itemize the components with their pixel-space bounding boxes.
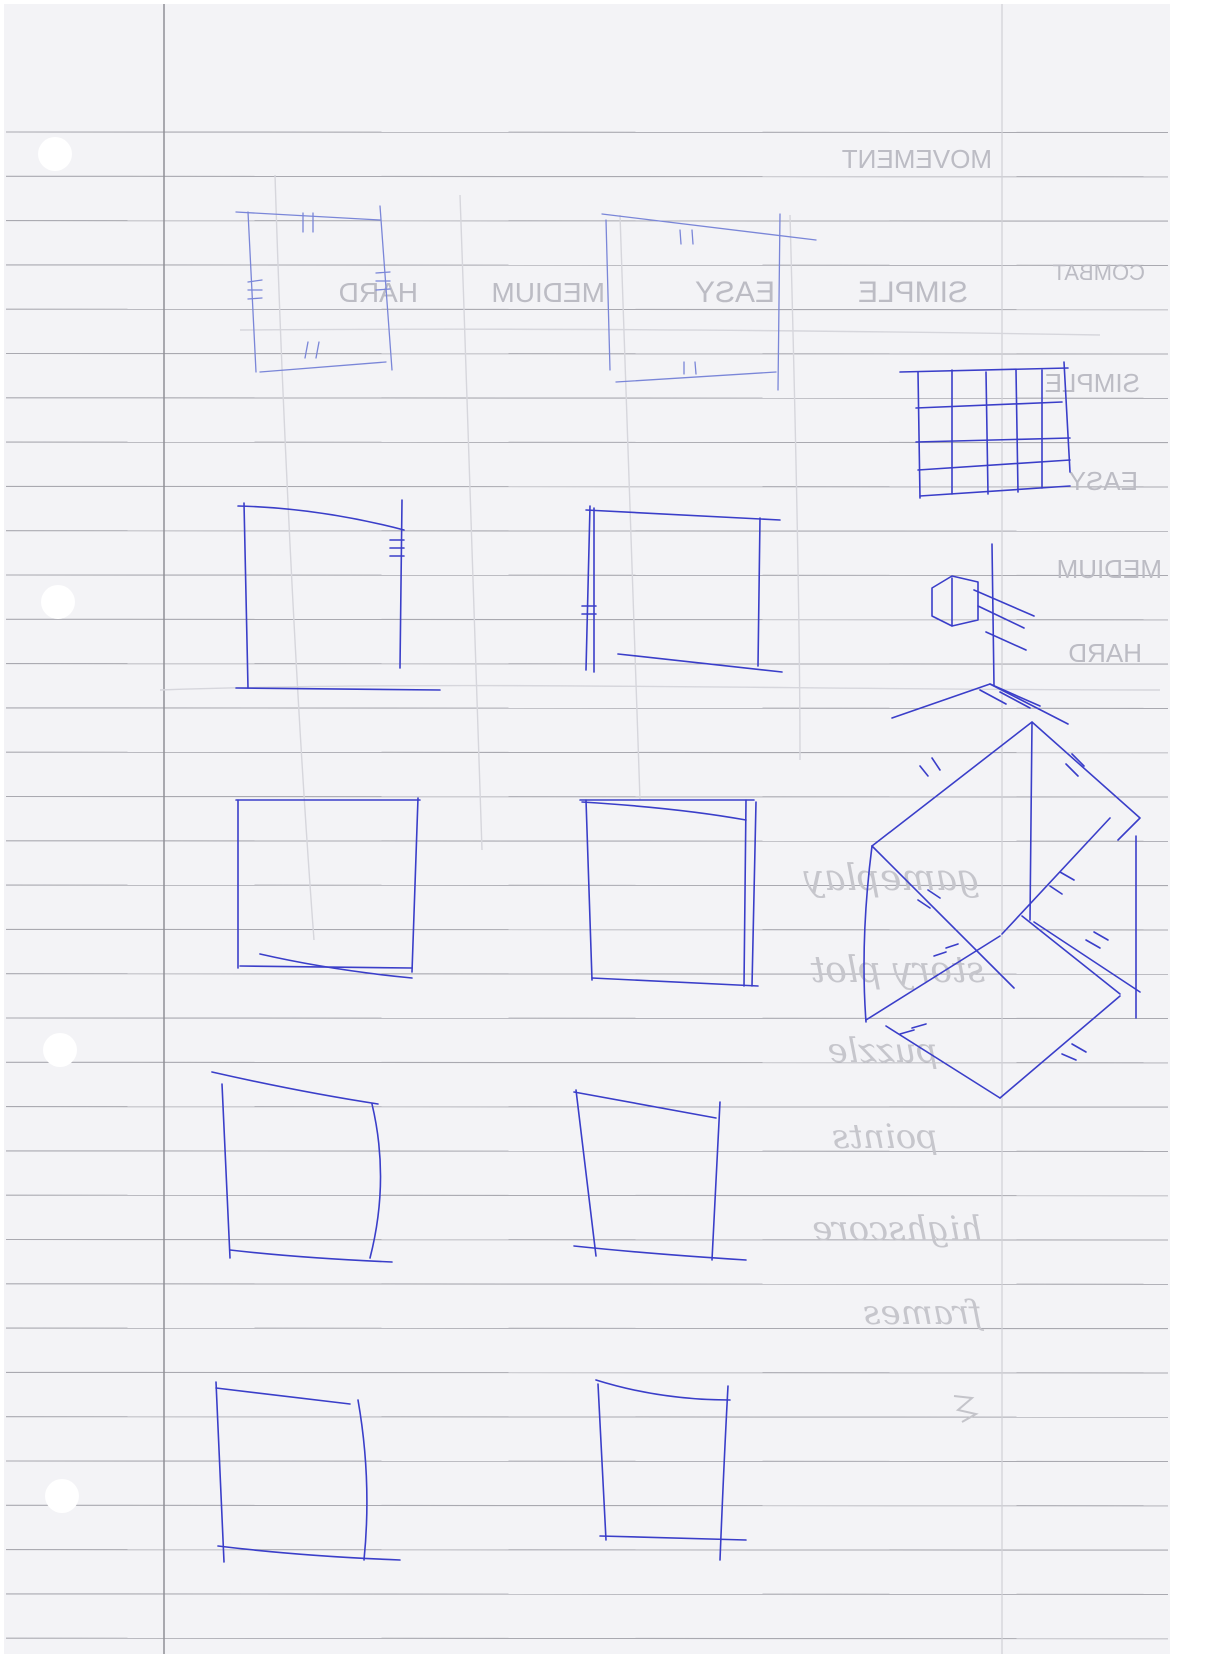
- ruled-line: [6, 885, 1168, 886]
- ruled-line: [6, 1062, 1168, 1063]
- ruled-line: [6, 708, 1168, 709]
- ruled-line: [6, 1240, 1168, 1241]
- ruled-line: [6, 398, 1168, 399]
- punch-hole: [38, 137, 72, 171]
- punch-hole: [43, 1033, 77, 1067]
- ruled-line: [6, 265, 1168, 266]
- bleed-hard-right: HARD: [1068, 638, 1142, 668]
- ruled-line: [6, 1461, 1168, 1462]
- bleed-medium: MEDIUM: [491, 277, 605, 308]
- bleed-simple-right: SIMPLE: [1045, 368, 1140, 398]
- ruled-line: [6, 309, 1168, 310]
- bleed-script-line: highscore: [812, 1209, 982, 1249]
- bleed-simple: SIMPLE: [858, 276, 968, 309]
- scan-edge: [1170, 0, 1208, 1657]
- ruled-line: [6, 354, 1168, 355]
- ruled-line: [6, 1638, 1168, 1639]
- ruled-line: [6, 1284, 1168, 1285]
- bleed-easy-right: EASY: [1069, 466, 1138, 496]
- ruled-line: [6, 575, 1168, 576]
- ruled-line: [6, 1151, 1168, 1152]
- bleed-script-line: points: [832, 1117, 938, 1157]
- bleed-script-line: gameplay: [803, 858, 980, 899]
- ruled-line: [6, 1594, 1168, 1595]
- ruled-line: [6, 974, 1168, 975]
- ruled-line: [6, 929, 1168, 930]
- ruled-line: [6, 797, 1168, 798]
- ruled-line: [6, 1505, 1168, 1506]
- bleed-combat: COMBAT: [1053, 260, 1145, 285]
- ruled-line: [6, 1328, 1168, 1329]
- ruled-line: [6, 176, 1168, 177]
- ruled-line: [6, 132, 1168, 133]
- ruled-line: [6, 442, 1168, 443]
- ruled-line: [6, 531, 1168, 532]
- punch-hole: [45, 1479, 79, 1513]
- ruled-line: [6, 1195, 1168, 1196]
- bleed-script-line: frames: [863, 1293, 985, 1333]
- ruled-line: [6, 1018, 1168, 1019]
- punch-hole: [41, 585, 75, 619]
- bleed-medium-right: MEDIUM: [1057, 554, 1162, 584]
- ruled-line: [6, 1550, 1168, 1551]
- bleed-script-line: story plot: [810, 950, 985, 991]
- ruled-line: [6, 486, 1168, 487]
- ruled-line: [6, 1372, 1168, 1373]
- ruled-line: [6, 1107, 1168, 1108]
- ruled-line: [6, 1417, 1168, 1418]
- bleed-movement: MOVEMENT: [842, 144, 992, 174]
- bleed-script-line: puzzle: [828, 1031, 938, 1071]
- bleed-easy: EASY: [695, 276, 775, 309]
- ruled-line: [6, 221, 1168, 222]
